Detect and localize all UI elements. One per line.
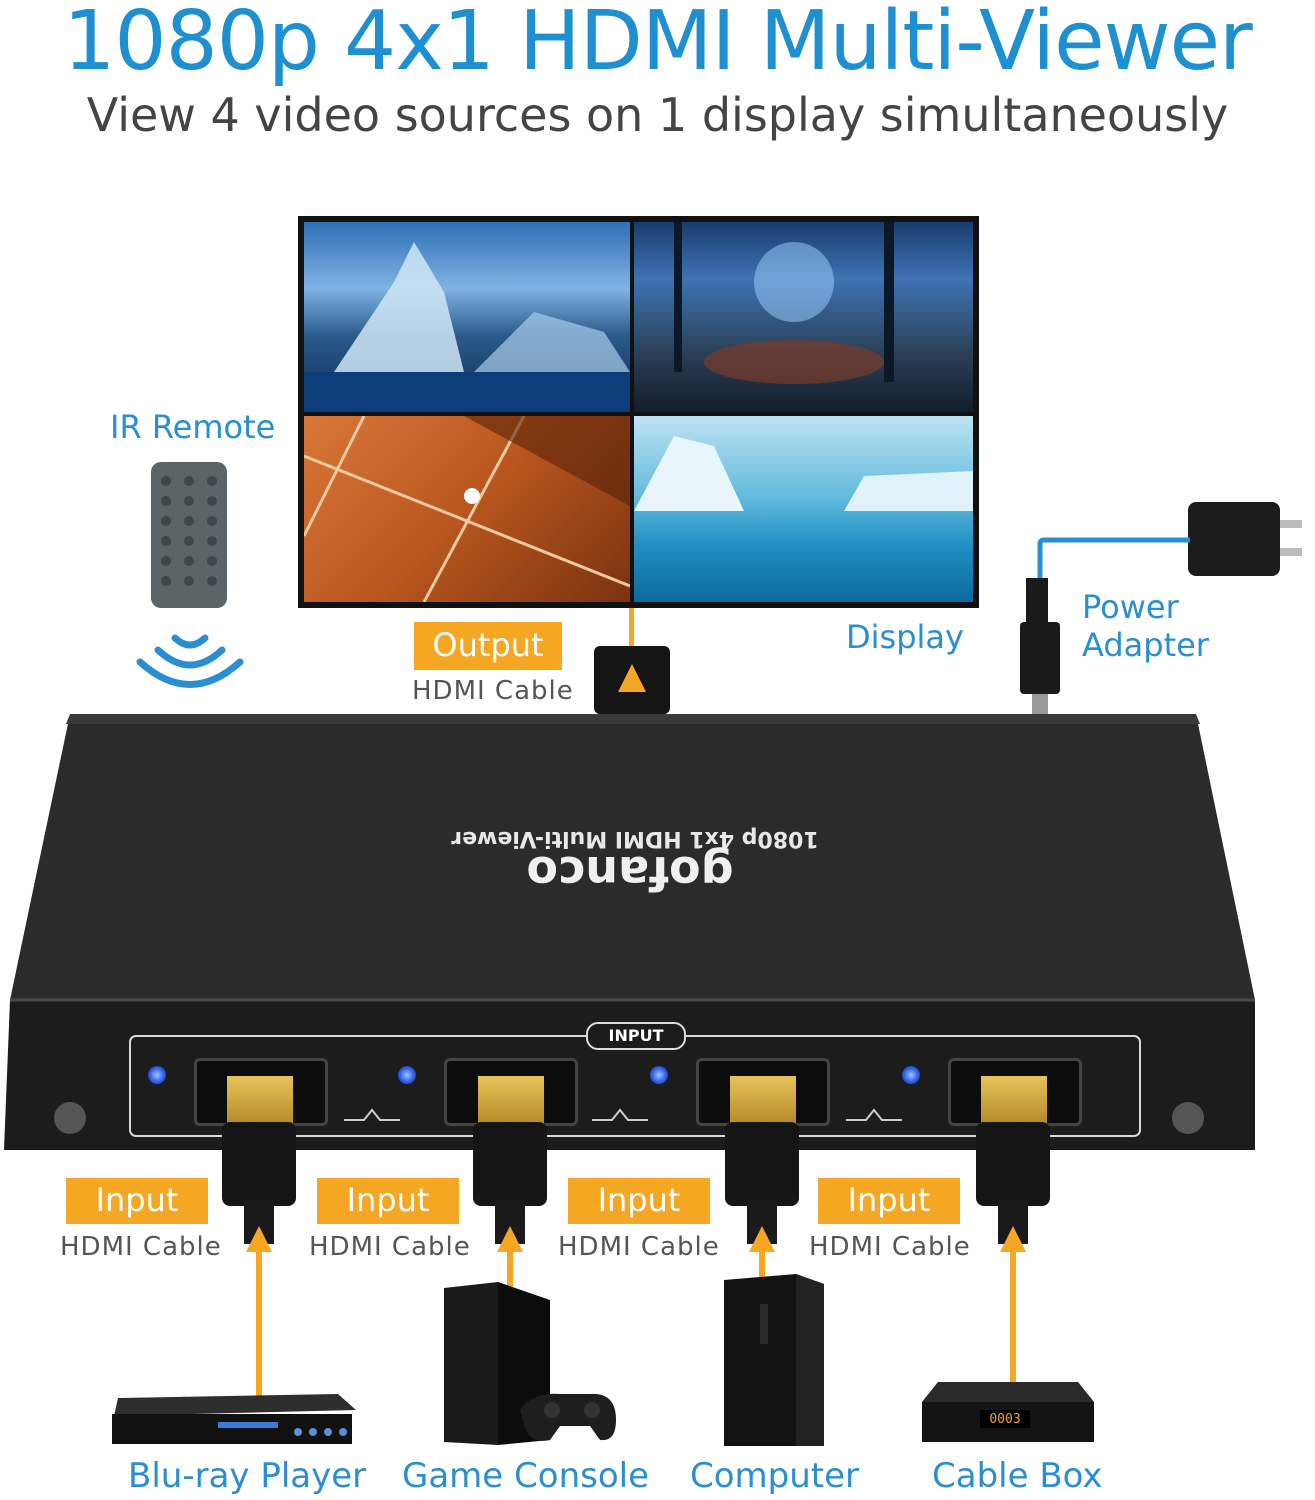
cable-box-icon — [922, 1382, 1094, 1442]
computer-tower-icon — [724, 1274, 824, 1446]
power-adapter-label: Power Adapter — [1082, 588, 1209, 664]
input-led-4 — [902, 1066, 920, 1084]
hdmi-plug-body-2 — [473, 1122, 547, 1206]
power-cable-plug — [1026, 578, 1048, 626]
multi-viewer-device — [4, 714, 1255, 1150]
output-cable-line — [629, 608, 634, 648]
display-label: Display — [846, 618, 964, 656]
screen-quad-tennis — [302, 415, 631, 603]
blu-ray-player-icon — [112, 1394, 356, 1444]
power-cable-line — [1037, 537, 1190, 585]
source-label-4: Cable Box — [932, 1456, 1103, 1496]
page-subtitle: View 4 video sources on 1 display simult… — [86, 88, 1229, 142]
power-prong-icon — [1280, 548, 1302, 556]
display-monitor — [298, 216, 979, 608]
hdmi-plug-4 — [981, 1076, 1047, 1124]
input-cables — [244, 1200, 1028, 1400]
ir-remote-icon — [151, 462, 227, 608]
page-title: 1080p 4x1 HDMI Multi-Viewer — [63, 0, 1253, 89]
power-connector — [1020, 622, 1060, 694]
hdmi-plug-body-3 — [725, 1122, 799, 1206]
hdmi-plug-body-4 — [976, 1122, 1050, 1206]
input-tag-4: Input — [818, 1178, 960, 1224]
device-brand-logo: gofanco — [526, 846, 734, 900]
input-tag-1: Input — [66, 1178, 208, 1224]
hdmi-plug-2 — [478, 1076, 544, 1124]
ir-signal-icon — [136, 634, 244, 688]
source-label-3: Computer — [690, 1456, 860, 1496]
hdmi-plug-1 — [227, 1076, 293, 1124]
output-cable-label: HDMI Cable — [412, 676, 574, 706]
input-led-2 — [398, 1066, 416, 1084]
input-led-1 — [148, 1066, 166, 1084]
input-cable-label-1: HDMI Cable — [60, 1232, 222, 1262]
power-adapter-icon — [1188, 502, 1280, 576]
input-panel-label: INPUT — [586, 1022, 686, 1050]
hdmi-plug-3 — [730, 1076, 796, 1124]
screen-quad-game — [634, 222, 973, 412]
power-connector-tip — [1032, 694, 1048, 716]
source-label-1: Blu-ray Player — [128, 1456, 367, 1496]
screen-quad-glacier — [304, 222, 630, 412]
input-tag-2: Input — [317, 1178, 459, 1224]
power-prong-icon — [1280, 520, 1302, 528]
output-tag: Output — [414, 622, 562, 670]
source-label-2: Game Console — [402, 1456, 649, 1496]
input-led-3 — [650, 1066, 668, 1084]
screen-quad-iceberg — [634, 416, 973, 602]
hdmi-plug-body-1 — [222, 1122, 296, 1206]
ir-remote-label: IR Remote — [110, 408, 276, 446]
output-arrow-icon — [618, 664, 646, 692]
input-tag-3: Input — [568, 1178, 710, 1224]
input-cable-label-3: HDMI Cable — [558, 1232, 720, 1262]
input-cable-label-4: HDMI Cable — [809, 1232, 971, 1262]
cable-box-display: 0003 — [989, 1412, 1021, 1427]
game-console-icon — [444, 1282, 616, 1445]
input-cable-label-2: HDMI Cable — [309, 1232, 471, 1262]
